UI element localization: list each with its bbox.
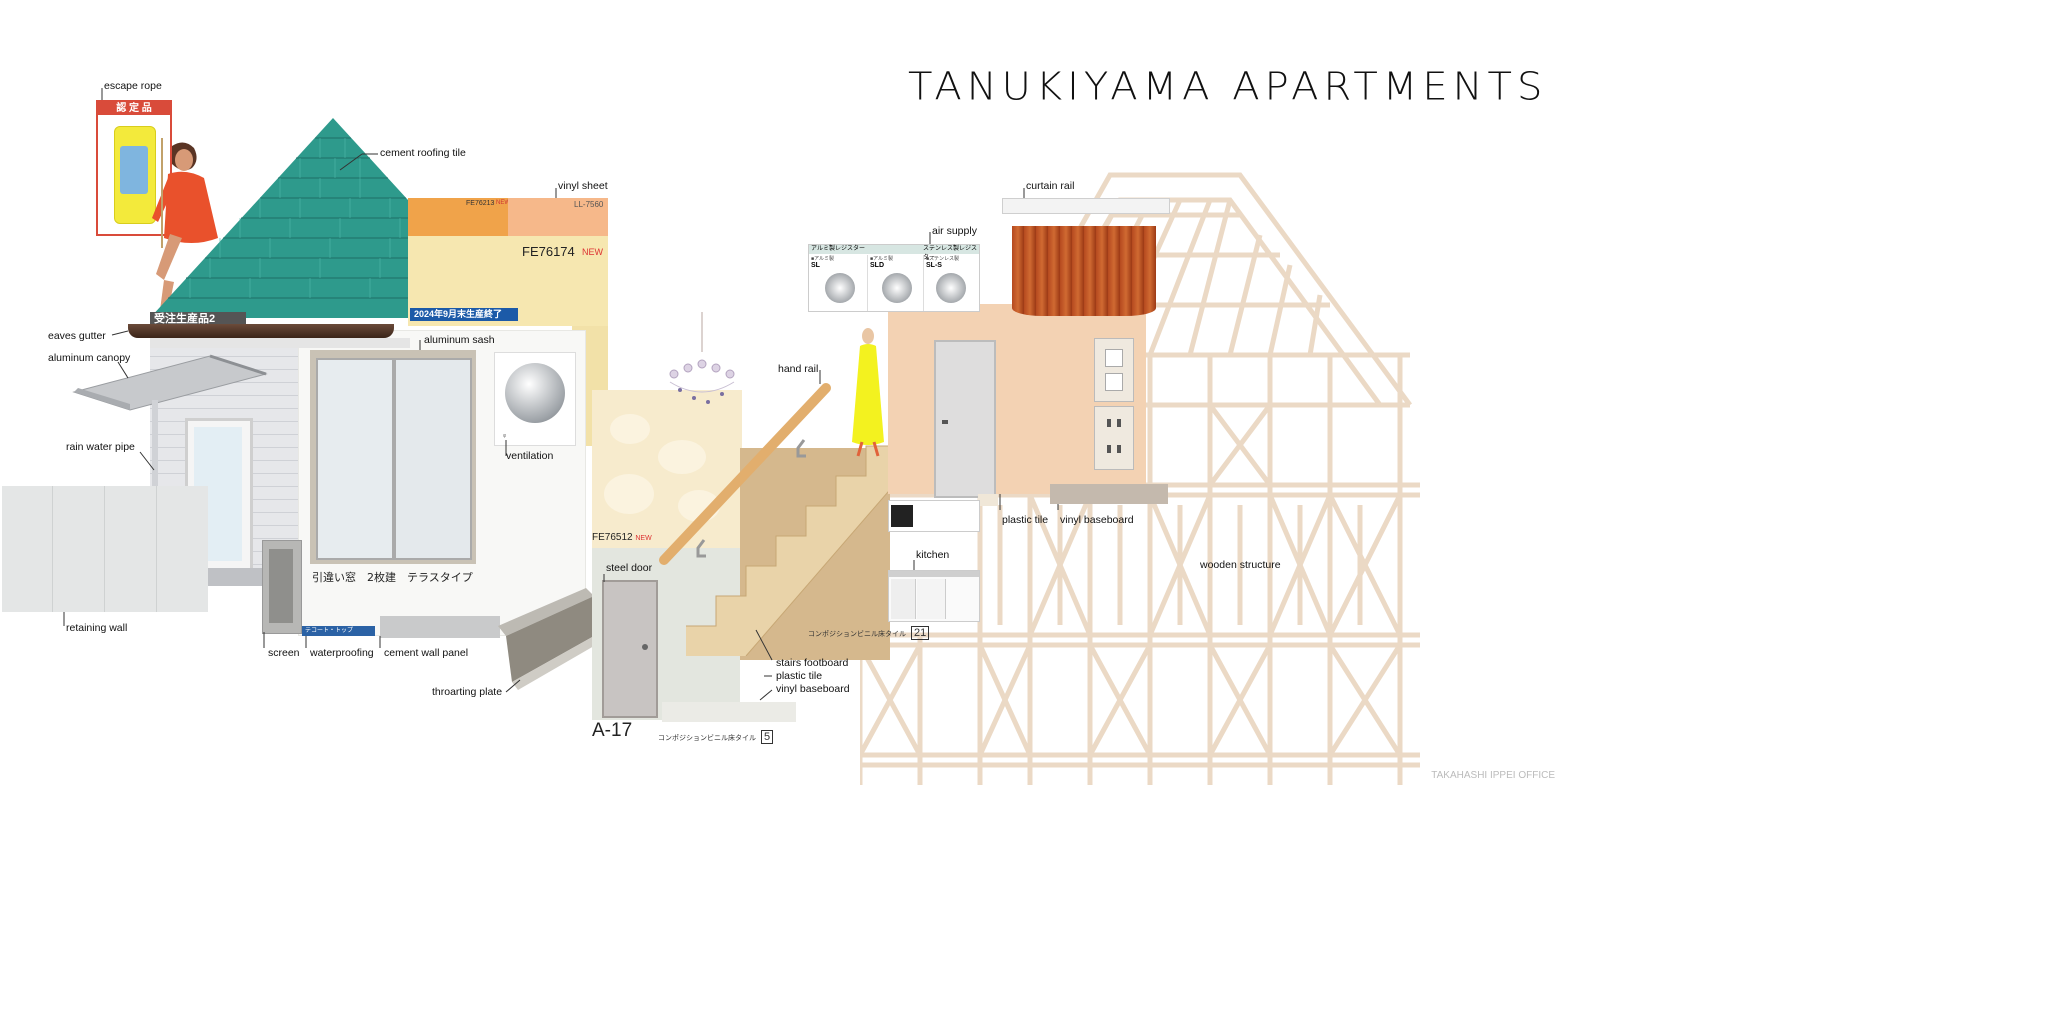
fe76512-new: NEW <box>635 535 652 542</box>
waterproofing-strip <box>380 616 500 638</box>
air-supply-item-material: ■アルミ製 <box>870 256 893 262</box>
curtain-rail-image <box>1002 198 1170 214</box>
label-plastic-tile: plastic tile <box>1002 514 1049 526</box>
label-wooden-structure: wooden structure <box>1200 559 1281 571</box>
label-air-supply: air supply <box>932 225 977 237</box>
vinyl-baseboard-image <box>1050 484 1168 504</box>
aluminum-canopy-image <box>72 354 268 411</box>
label-curtain-rail: curtain rail <box>1026 180 1075 192</box>
label-stairs-footboard: stairs footboard <box>776 657 849 669</box>
roof-banner-left: 受注生産品2 <box>150 312 246 326</box>
label-vinyl-baseboard-stairs: vinyl baseboard <box>776 683 850 695</box>
plastic-tile-sample <box>978 494 998 506</box>
power-outlet-image <box>1094 406 1134 470</box>
hand-rail-image <box>659 383 831 565</box>
vinyl-baseboard-stairs-image <box>662 702 796 722</box>
vinyl-sample-ll7560: LL-7560 <box>508 198 608 236</box>
light-switch-image <box>1094 338 1134 402</box>
composition-tile-1-no: 5 <box>760 730 774 744</box>
air-supply-item-sls: ■ステンレス製 SL-S <box>923 255 978 311</box>
label-hand-rail: hand rail <box>778 363 819 375</box>
composition-tile-2-name: コンポジションビニル床タイル <box>808 631 906 638</box>
air-supply-header-right: ステンレス製レジスター <box>921 245 979 261</box>
label-ventilation: ventilation <box>506 450 554 462</box>
vinyl-sample-fe76213: FE76213 NEW <box>408 198 510 236</box>
window-caption: 引違い窓 2枚建 テラスタイプ <box>312 571 473 584</box>
label-aluminum-sash: aluminum sash <box>424 334 495 346</box>
wallpaper-fe76512-image <box>592 390 742 548</box>
label-retaining-wall: retaining wall <box>66 622 128 634</box>
fe76512-code-text: FE76512 <box>592 532 633 543</box>
roof-banner-right: 2024年9月末生産終了 <box>410 308 518 321</box>
a17-code: A-17 <box>592 720 633 741</box>
kitchen-upper-cabinet <box>888 500 980 532</box>
label-cement-roofing-tile: cement roofing tile <box>380 147 466 159</box>
aluminum-sash-image <box>310 350 476 564</box>
kitchen-image <box>888 570 980 622</box>
retaining-wall-image <box>2 486 208 612</box>
fe76174-new: NEW <box>582 247 603 257</box>
fe76512-code: FE76512 NEW <box>592 532 652 543</box>
composition-tile-1: コンポジションビニル床タイル 5 <box>658 730 774 744</box>
steel-door-image <box>602 580 658 718</box>
air-supply-item-sld: ■アルミ製 SLD <box>867 255 922 311</box>
person-figure-image <box>152 138 218 312</box>
yellow-figure-image <box>852 328 884 457</box>
label-eaves-gutter: eaves gutter <box>48 330 106 342</box>
composition-tile-2-no: 21 <box>910 626 930 640</box>
air-supply-item-material: ■ステンレス製 <box>926 256 960 262</box>
air-supply-item-code: SL <box>811 262 820 269</box>
eaves-underside <box>150 338 410 348</box>
label-steel-door: steel door <box>606 562 653 574</box>
air-supply-item-material: ■アルミ製 <box>811 256 834 262</box>
screen-image <box>262 540 302 634</box>
air-supply-header-left: アルミ製レジスター <box>809 245 921 254</box>
waterproofing-tag: テコート・トップ <box>302 626 375 636</box>
fe76213-code: FE76213 <box>466 200 495 207</box>
composition-tile-2: コンポジションビニル床タイル 21 <box>808 626 930 640</box>
curtain-image <box>1012 226 1156 316</box>
eaves-gutter-image <box>128 324 394 338</box>
credit-text: TAKAHASHI IPPEI OFFICE <box>1431 770 1555 781</box>
fe76174-code: FE76174 <box>522 244 575 259</box>
label-cement-wall-panel: cement wall panel <box>384 647 469 659</box>
air-supply-item-code: SL-S <box>926 262 942 269</box>
label-screen: screen <box>268 647 300 659</box>
certified-badge: 認 定 品 <box>98 102 170 115</box>
label-throarting-plate: throarting plate <box>432 686 503 698</box>
air-supply-item-sl: ■アルミ製 SL <box>811 255 865 311</box>
ll7560-code: LL-7560 <box>574 200 604 209</box>
rain-water-pipe-image <box>152 400 158 486</box>
label-vinyl-sheet: vinyl sheet <box>558 180 608 192</box>
throarting-plate-image <box>498 588 594 690</box>
label-escape-rope: escape rope <box>104 80 162 92</box>
composition-tile-1-name: コンポジションビニル床タイル <box>658 735 756 742</box>
label-aluminum-canopy: aluminum canopy <box>48 352 131 364</box>
label-vinyl-baseboard: vinyl baseboard <box>1060 514 1134 526</box>
label-waterproofing: waterproofing <box>310 647 374 659</box>
label-plastic-tile-stairs: plastic tile <box>776 670 823 682</box>
label-kitchen: kitchen <box>916 549 950 561</box>
fe76213-new: NEW <box>496 200 510 206</box>
leader-lines <box>63 88 1059 701</box>
air-supply-image: アルミ製レジスター ステンレス製レジスター ■アルミ製 SL ■アルミ製 SLD… <box>808 244 980 312</box>
page-title: TANUKIYAMA APARTMENTS <box>908 65 1548 109</box>
ventilation-image: φ <box>494 352 576 446</box>
chandelier-image <box>669 312 735 404</box>
air-supply-item-code: SLD <box>870 262 884 269</box>
label-rain-water-pipe: rain water pipe <box>66 441 135 453</box>
interior-door-image <box>934 340 996 498</box>
collage-canvas: TANUKIYAMA APARTMENTS 認 定 品 <box>2 65 1555 785</box>
